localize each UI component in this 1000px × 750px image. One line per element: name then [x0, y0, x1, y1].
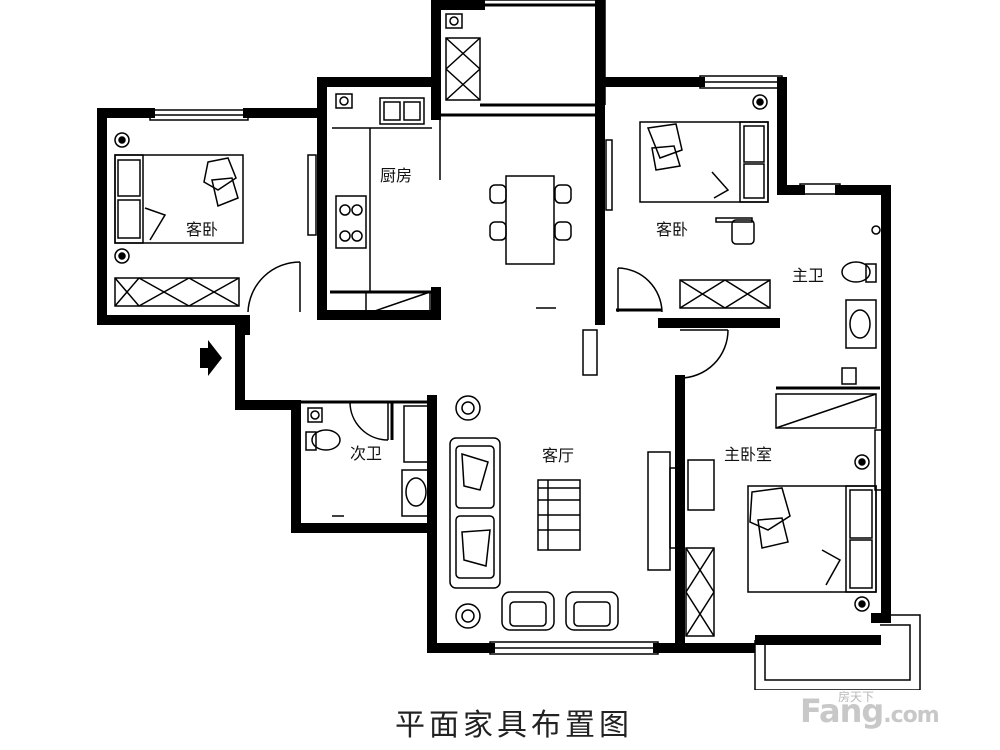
site-watermark: 房天下 Fang.com — [800, 688, 990, 738]
guest-bedroom-right-furniture — [605, 94, 771, 309]
second-bath-label: 次卫 — [350, 444, 383, 463]
guest-bedroom-left-furniture — [114, 132, 317, 307]
watermark-brand-name: Fang — [800, 692, 884, 730]
living-room-furniture — [449, 395, 681, 631]
watermark-brand: Fang.com — [800, 692, 940, 730]
plan-caption: 平面家具布置图 — [395, 708, 633, 743]
living-room-label: 客厅 — [542, 446, 575, 465]
entrance-arrow-icon — [200, 340, 222, 376]
floor-plan — [97, 0, 921, 690]
doors — [247, 118, 729, 441]
second-bath-fixtures — [305, 405, 433, 517]
guest-bedroom-left-label: 客卧 — [186, 220, 219, 239]
guest-bedroom-right-label: 客卧 — [656, 220, 689, 239]
watermark-suffix: .com — [883, 703, 939, 728]
kitchen-label: 厨房 — [380, 166, 413, 185]
master-bath-label: 主卫 — [792, 266, 825, 285]
kitchen-furniture — [332, 93, 432, 315]
master-bedroom-furniture — [685, 454, 877, 637]
windows — [149, 0, 921, 690]
watermark-chinese-text: 房天下 — [838, 690, 875, 704]
master-bath-fixtures — [775, 225, 881, 429]
dining-table — [489, 175, 572, 309]
master-bedroom-label: 主卧室 — [724, 445, 773, 464]
pantry-cabinet — [445, 13, 481, 101]
